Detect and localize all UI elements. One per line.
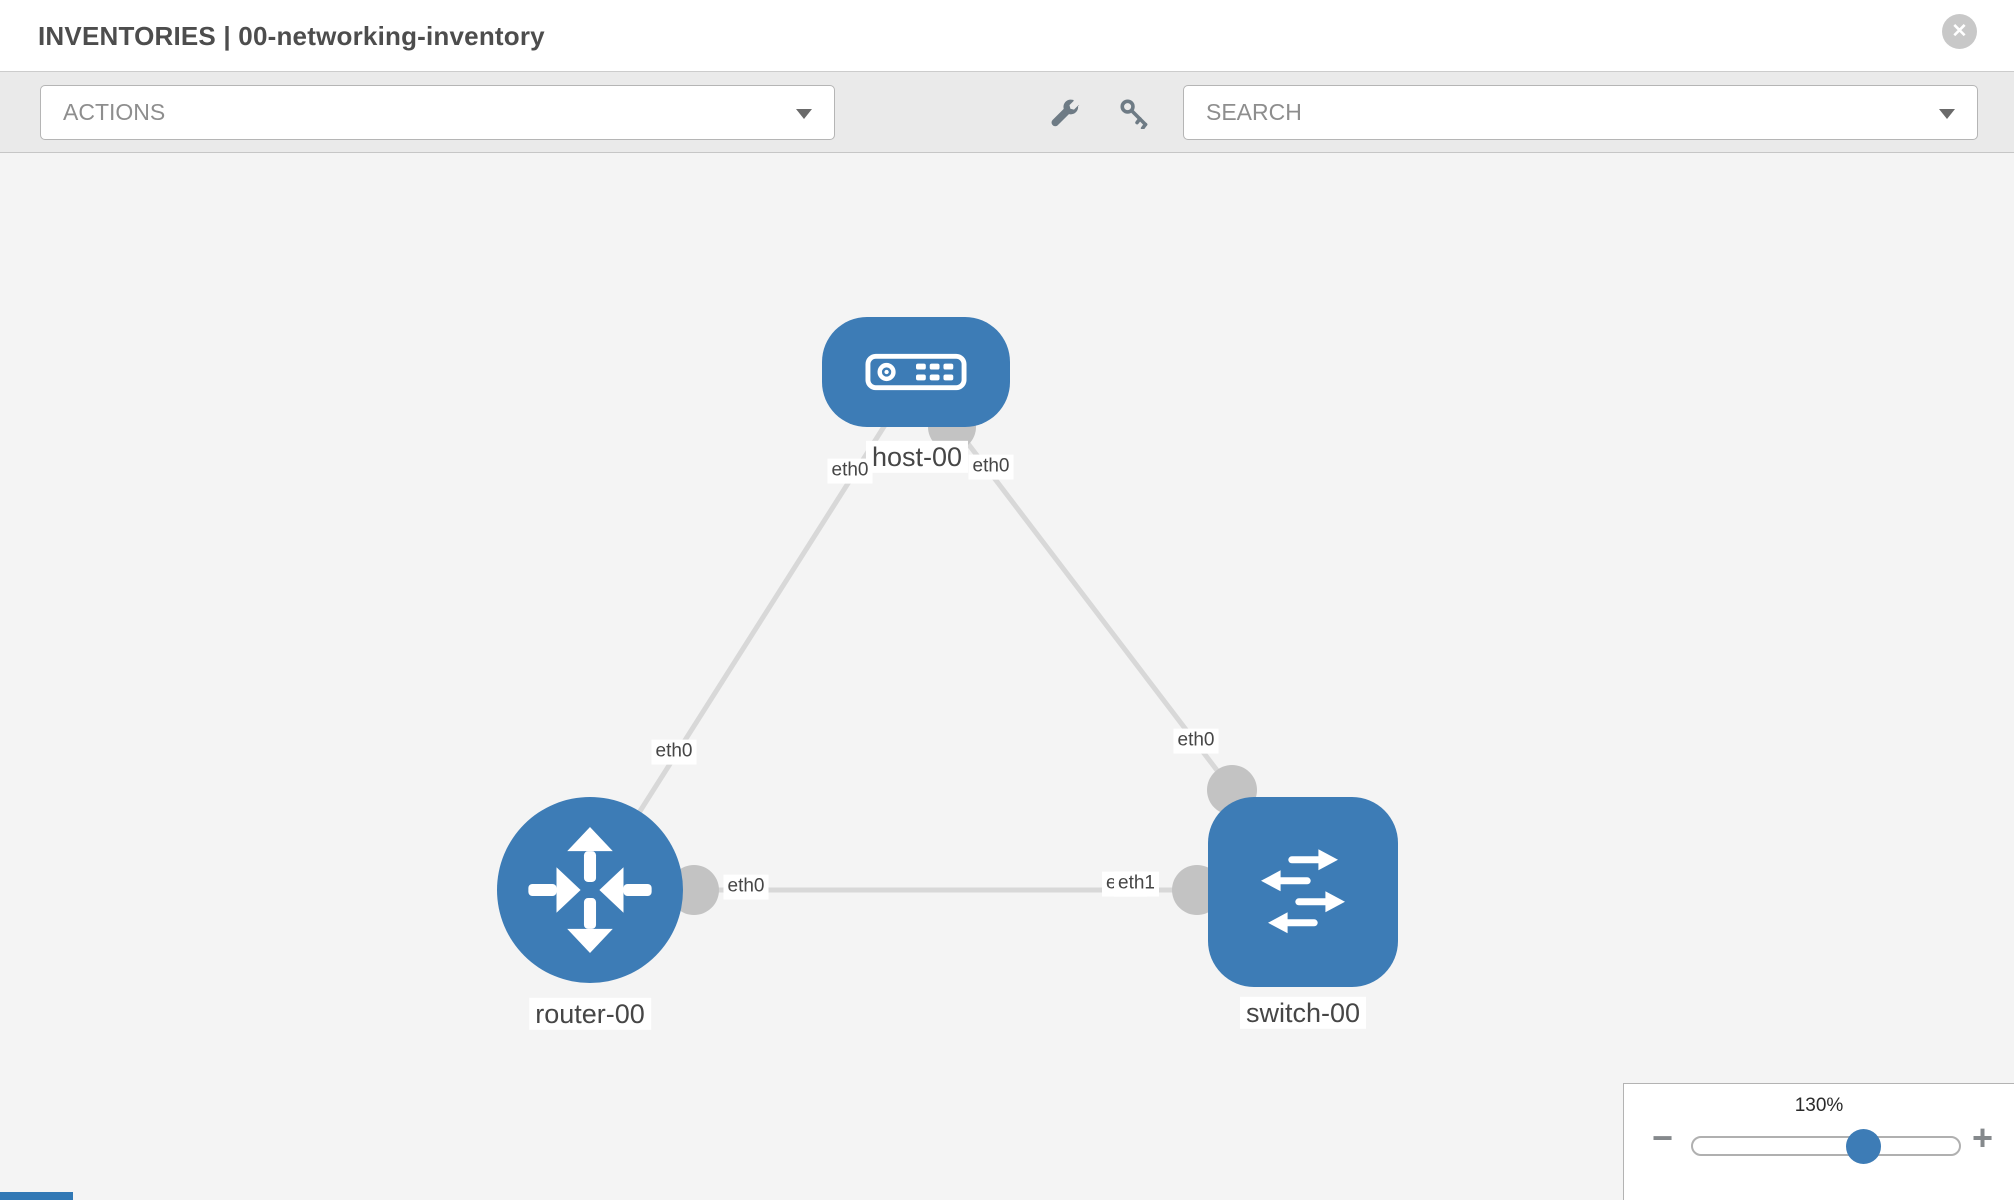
key-glyph — [1120, 99, 1148, 129]
chevron-down-icon — [796, 108, 812, 119]
iface-label-router-to-host: eth0 — [651, 739, 697, 765]
search-input[interactable]: SEARCH — [1183, 85, 1978, 140]
chevron-down-icon — [1939, 108, 1955, 119]
node-label-host: host-00 — [865, 440, 969, 474]
toolbar: ACTIONS SEARCH — [0, 72, 2014, 153]
link-host-switch[interactable] — [948, 418, 1234, 792]
switch-icon — [1261, 849, 1345, 934]
node-host-00[interactable] — [822, 317, 1010, 427]
host-icon — [865, 353, 967, 391]
close-icon[interactable]: ✕ — [1942, 14, 1977, 49]
zoom-level-value: 130% — [1794, 1095, 1844, 1116]
bottom-left-blue-strip — [0, 1192, 73, 1200]
zoom-control-panel: 130% − + — [1623, 1083, 2014, 1200]
zoom-out-button[interactable]: − — [1652, 1117, 1674, 1158]
topology-canvas[interactable]: host-00 router-00 switch-00 eth0 eth0 et… — [0, 153, 2014, 1200]
wrench-glyph — [1051, 99, 1080, 127]
node-switch-00[interactable] — [1208, 797, 1398, 987]
zoom-in-button[interactable]: + — [1972, 1117, 1994, 1158]
wrench-icon[interactable] — [1049, 96, 1083, 130]
zoom-slider-knob[interactable] — [1846, 1129, 1882, 1164]
network-links — [587, 418, 1234, 893]
key-icon[interactable] — [1117, 96, 1151, 130]
node-label-router: router-00 — [529, 997, 651, 1031]
iface-label-switch-to-host: eth0 — [1173, 728, 1219, 754]
close-x-glyph: ✕ — [1951, 21, 1968, 42]
node-label-switch: switch-00 — [1239, 996, 1367, 1030]
node-router-00[interactable] — [497, 797, 683, 983]
page-title: INVENTORIES | 00-networking-inventory — [38, 21, 545, 51]
actions-dropdown[interactable]: ACTIONS — [40, 85, 835, 140]
iface-label-router-to-switch: eth0 — [723, 874, 769, 900]
router-icon — [528, 827, 652, 953]
actions-dropdown-label: ACTIONS — [63, 99, 166, 125]
iface-label-host-to-switch: eth0 — [968, 454, 1014, 480]
search-placeholder: SEARCH — [1206, 99, 1302, 125]
title-bar: INVENTORIES | 00-networking-inventory ✕ — [0, 0, 2014, 72]
iface-label-host-to-router: eth0 — [827, 458, 873, 484]
iface-label-switch-to-router: eth1 — [1114, 871, 1159, 897]
zoom-slider-track[interactable] — [1691, 1129, 1961, 1164]
